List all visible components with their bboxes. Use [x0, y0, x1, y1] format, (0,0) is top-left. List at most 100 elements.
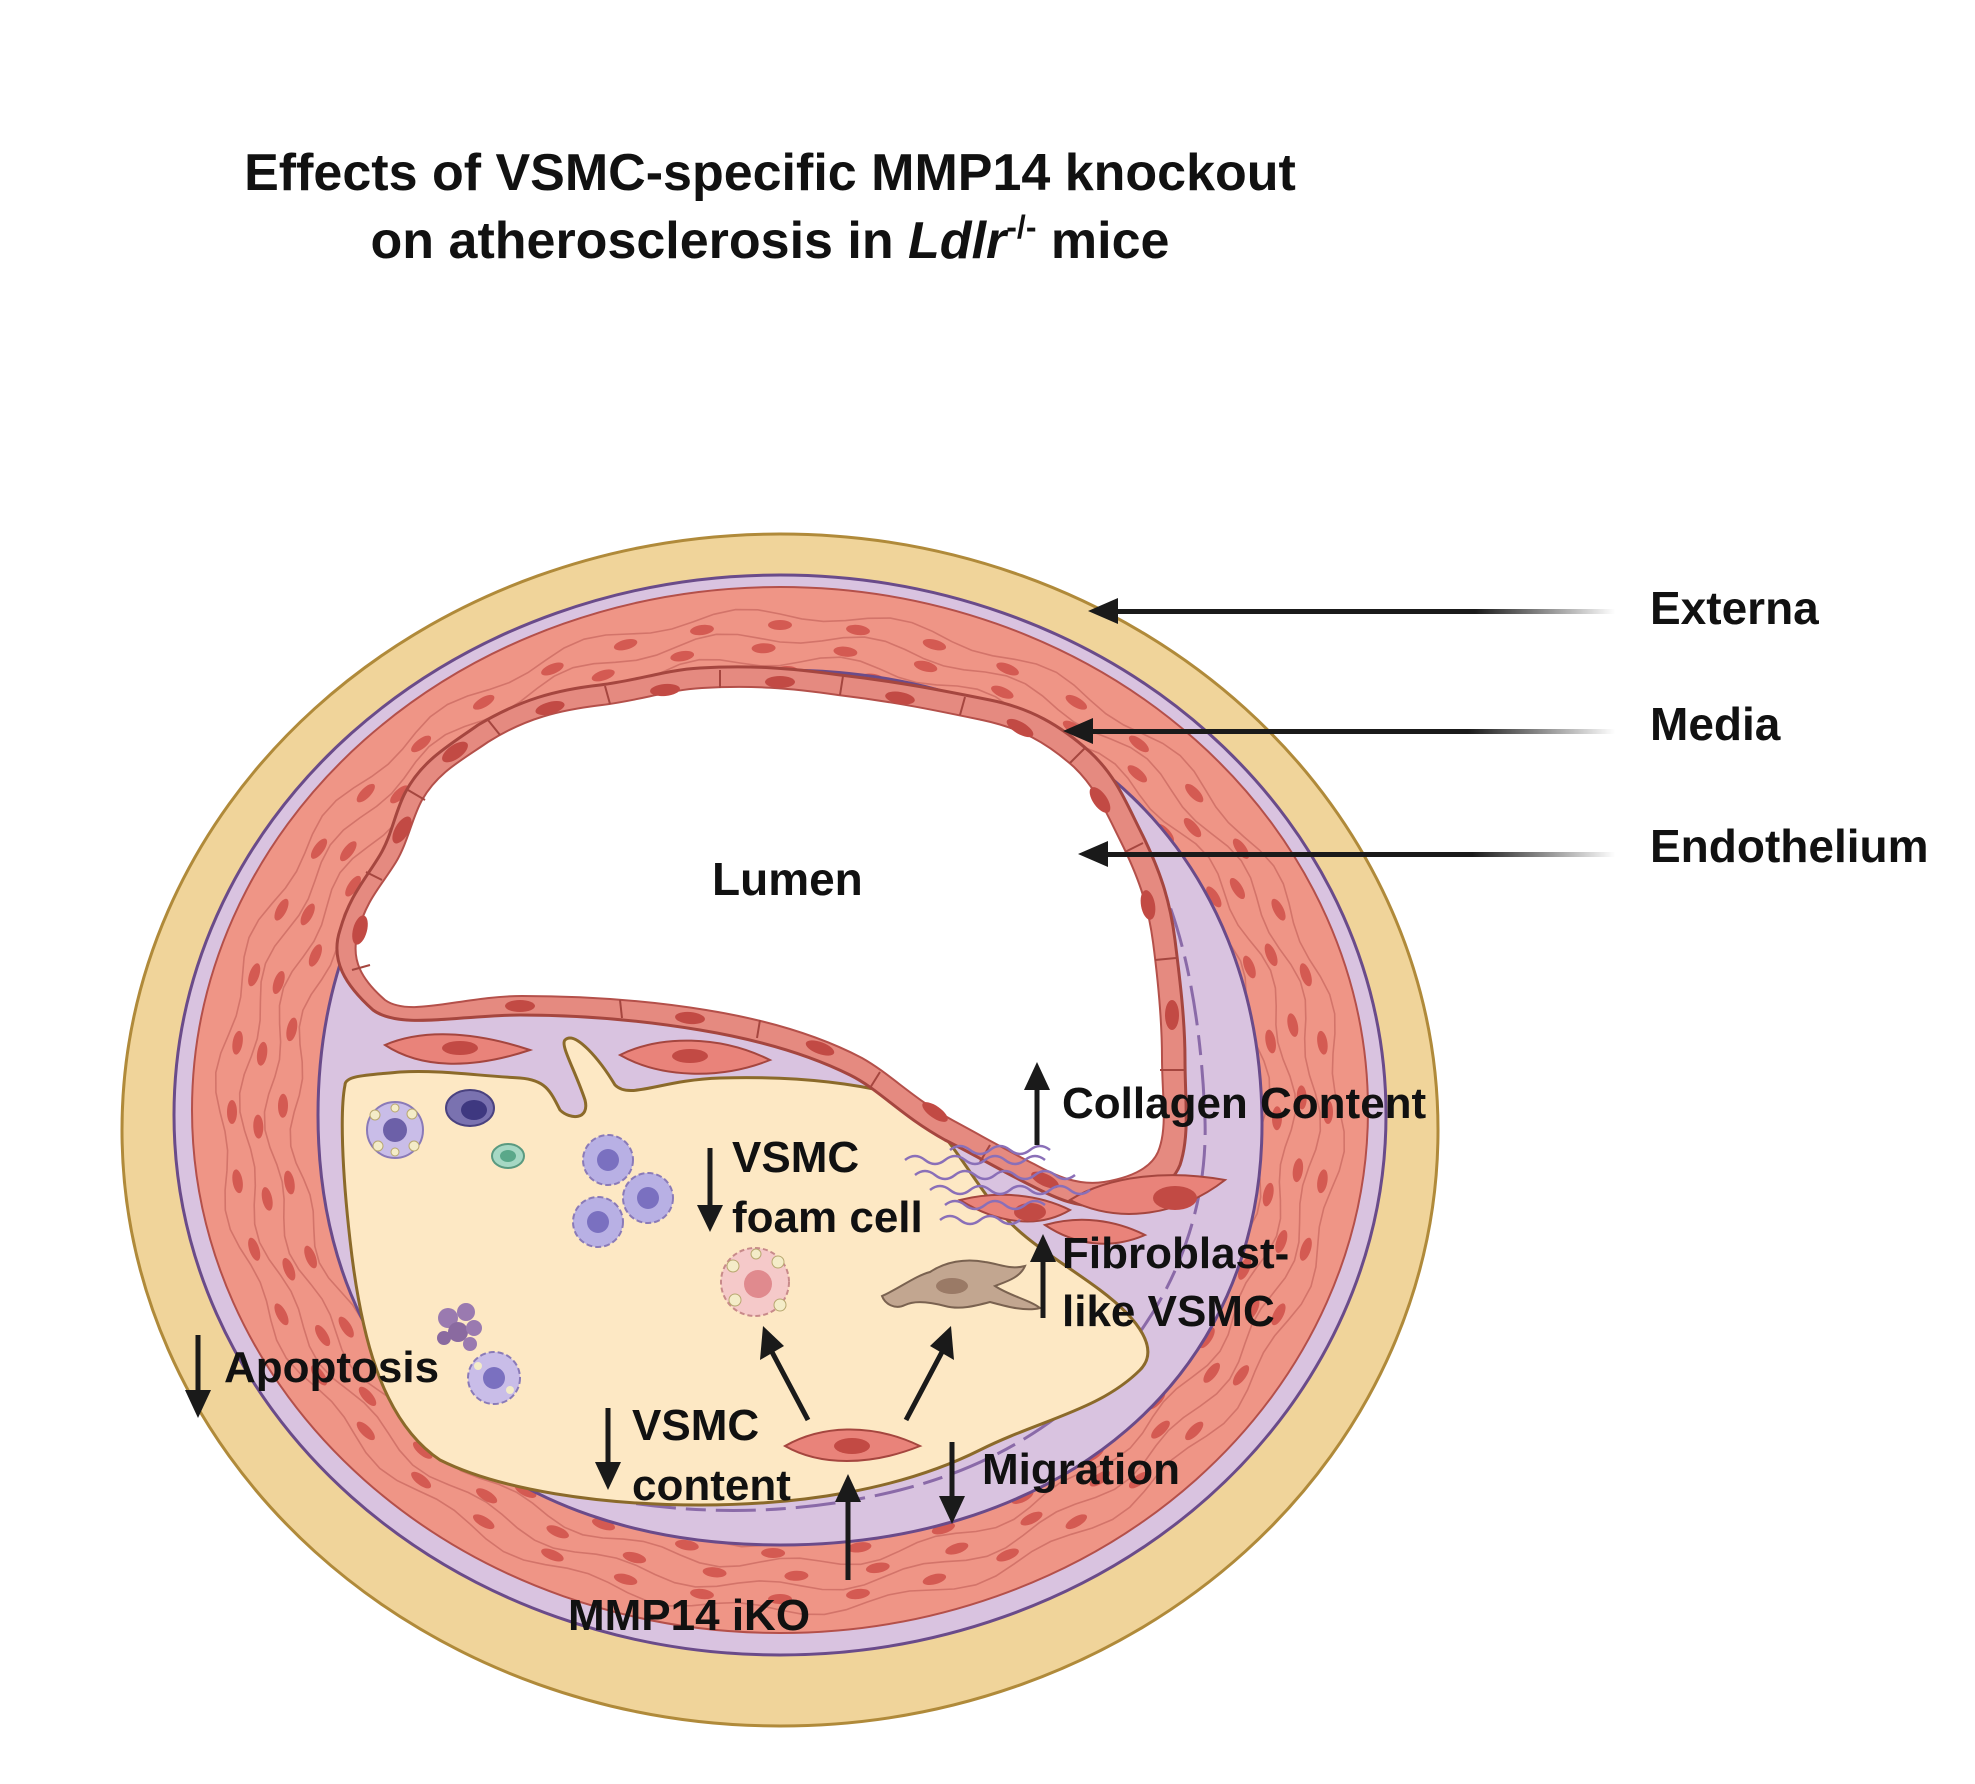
- title-line-2: on atherosclerosis in Ldlr-/- mice: [371, 209, 1170, 270]
- fibrous-cap-vsmcs: [382, 1033, 1228, 1245]
- media-smc-nucleus: [227, 1100, 237, 1124]
- lymphocyte: [491, 1143, 525, 1169]
- media-smc-nucleus: [472, 1514, 495, 1530]
- macrophages: [366, 1089, 674, 1405]
- media-smc-nucleus: [232, 1169, 243, 1194]
- vsmc-content-down-arrow: [595, 1408, 621, 1490]
- media-smc-nucleus: [1065, 694, 1088, 710]
- media-fiber: [238, 633, 1322, 1591]
- media-smc-nucleus: [1299, 963, 1312, 987]
- macrophage-3: [572, 1196, 624, 1248]
- media-smc-nucleus: [345, 875, 361, 897]
- media-smc-nucleus: [1264, 943, 1278, 967]
- fibroblast-like-vsmc: [880, 1259, 1043, 1311]
- to-foam-cell-arrow: [760, 1326, 811, 1422]
- media-smc-nucleus: [1185, 1421, 1204, 1441]
- media-smc-nucleus: [256, 1041, 268, 1066]
- media-smc-nucleus: [768, 620, 792, 630]
- media-smc-nucleus: [592, 1518, 615, 1531]
- media-smc-nucleus: [274, 1303, 289, 1326]
- media-smc-nucleus: [1128, 1471, 1149, 1489]
- media-smc-nucleus: [591, 669, 615, 682]
- media-smc-nucleus: [996, 1548, 1019, 1562]
- media-smc-nucleus: [1243, 955, 1256, 979]
- label-apoptosis: Apoptosis: [224, 1343, 439, 1392]
- media-smc-nucleus: [1287, 1013, 1299, 1037]
- macrophage-foam-cell: [366, 1101, 424, 1159]
- media-smc-nucleus: [1232, 1365, 1250, 1386]
- media-fiber: [214, 608, 1346, 1616]
- externa-pointer: [1088, 598, 1615, 624]
- media-smc-nucleus: [768, 1594, 792, 1604]
- media-smc-nucleus: [846, 1588, 870, 1600]
- media-smc-nucleus: [308, 944, 322, 967]
- media-smc-nucleus: [761, 1547, 786, 1559]
- vsmc-foam-cell: [720, 1247, 790, 1317]
- media-smc-nucleus: [622, 1551, 647, 1564]
- media-smc-nucleus: [751, 643, 776, 654]
- media-smc-nucleus: [1271, 898, 1286, 921]
- media-smc-nucleus: [1183, 817, 1202, 838]
- media-smc-nucleus: [1317, 1030, 1328, 1055]
- media-smc-nucleus: [945, 1542, 969, 1555]
- media-smc-nucleus: [411, 735, 432, 753]
- media-smc-nucleus: [996, 662, 1019, 676]
- media-smc-nucleus: [282, 1257, 296, 1281]
- media-smc-nucleus: [356, 1421, 375, 1441]
- media-smc-nucleus: [1206, 886, 1222, 908]
- title-line-1: Effects of VSMC-specific MMP14 knockout: [244, 144, 1296, 202]
- media-smc-nucleus: [833, 646, 858, 657]
- media-smc-nucleus: [1317, 1169, 1328, 1194]
- media-smc-nucleus: [1127, 765, 1148, 783]
- apoptosis-down-arrow: [185, 1335, 211, 1418]
- media-smc-nucleus: [253, 1114, 264, 1139]
- media-smc-nucleus: [1089, 1470, 1111, 1487]
- label-media: Media: [1650, 698, 1781, 750]
- endothelial-nuclei: [352, 676, 1179, 1189]
- media-smc-nucleus: [472, 694, 495, 710]
- media-smc-nucleus: [1229, 877, 1246, 900]
- label-vsmc-foam-line2: foam cell: [732, 1193, 923, 1242]
- apoptotic-macrophage: [467, 1351, 521, 1405]
- media-smc-nucleus: [1128, 735, 1149, 753]
- label-mmp14-ikko: MMP14 iKO: [568, 1591, 810, 1640]
- media-smc-nucleus: [613, 1573, 638, 1586]
- media-smc-nucleus: [277, 1093, 289, 1118]
- collagen-fibers: [904, 1144, 1091, 1226]
- media-smc-nucleus: [1299, 1237, 1312, 1261]
- label-fibroblast-line1: Fibroblast-: [1062, 1229, 1289, 1278]
- media-smc-nucleus: [476, 1488, 498, 1504]
- media-smc-nucleus: [232, 1030, 243, 1055]
- media-smc-nucleus: [1065, 1514, 1088, 1530]
- media-smc-nucleus: [913, 660, 938, 673]
- media-smc-nucleus: [1271, 1303, 1286, 1326]
- media-smc-nucleus: [412, 1441, 433, 1459]
- label-migration: Migration: [982, 1445, 1180, 1494]
- media-smc-nucleus: [1271, 1106, 1283, 1131]
- media-smc-nucleus: [358, 1386, 377, 1407]
- foam-cell-down-arrow: [697, 1148, 723, 1232]
- to-fibroblast-arrow: [903, 1326, 954, 1422]
- endothelial-cell-borders: [351, 670, 1184, 1163]
- media-smc-nucleus: [304, 1245, 317, 1269]
- media-smc-nucleus: [690, 1588, 714, 1600]
- media-smc-nucleus: [702, 1567, 727, 1578]
- indicator-arrows: [185, 1062, 1056, 1580]
- media-smc-nucleus: [546, 1525, 569, 1539]
- label-fibroblast-line2: like VSMC: [1062, 1287, 1275, 1336]
- mmp14-up-arrow: [835, 1474, 861, 1580]
- media-smc-nucleus: [1245, 1298, 1260, 1321]
- media-smc-nucleus: [613, 638, 638, 651]
- media-smc-nucleus: [338, 1316, 354, 1338]
- media-smc-nucleus: [784, 1570, 809, 1581]
- media-smc-nucleus: [1296, 1085, 1307, 1110]
- media-smc-nucleus: [1323, 1100, 1333, 1124]
- media-smc-nucleus: [356, 783, 375, 803]
- apoptotic-body: [437, 1303, 482, 1351]
- media-smc-nucleus: [286, 1017, 298, 1042]
- media-smc-nucleus: [1238, 1257, 1252, 1280]
- label-vsmc-foam-line1: VSMC: [732, 1133, 859, 1182]
- media-smc-nucleus: [1020, 1511, 1043, 1526]
